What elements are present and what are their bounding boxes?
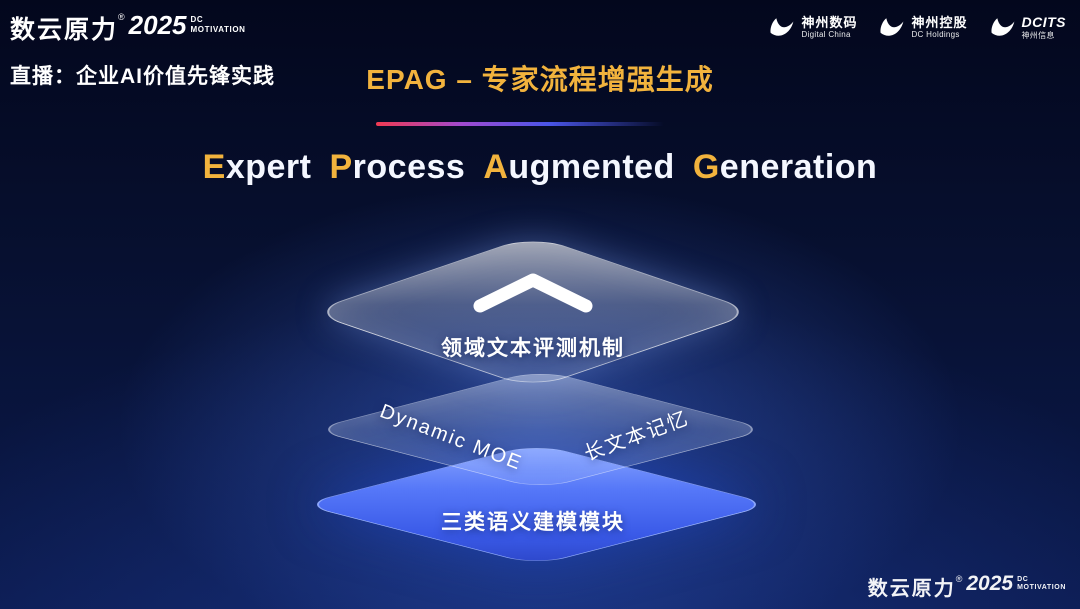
layer-top-label: 领域文本评测机制 (441, 337, 625, 360)
partner-subtitle: Digital China (801, 30, 851, 40)
partner-subtitle: 神州信息 (1021, 30, 1055, 40)
live-stream-label: 直播：企业AI价值先锋实践 (10, 65, 275, 88)
slide-title: EPAG – 专家流程增强生成 (366, 64, 714, 95)
partner-dcits: DCITS 神州信息 (990, 14, 1067, 41)
partner-digital-china: 神州数码 Digital China (769, 15, 857, 41)
main-title: Expert Process Augmented Generation (0, 148, 1080, 187)
brand-logo-top-left: 数云原力 ® 2025 DC MOTIVATION (10, 10, 246, 46)
partner-subtitle: DC Holdings (911, 30, 960, 40)
title-word: xpert (225, 148, 312, 186)
chevron-up-icon (473, 273, 593, 313)
brand-logo-bottom-right: 数云原力 ® 2025 DC MOTIVATION (868, 572, 1066, 601)
layer-middle-face (310, 369, 771, 490)
partner-name: 神州控股 (911, 14, 968, 30)
layer-bottom-label: 三类语义建模模块 (441, 511, 625, 534)
title-word: eneration (719, 148, 878, 186)
partner-dc-holdings: 神州控股 DC Holdings (879, 15, 967, 41)
title-initial: G (692, 148, 720, 186)
title-initial: A (483, 148, 509, 186)
brand-year: 2025 (966, 572, 1014, 595)
gradient-divider (376, 122, 664, 126)
title-word: ugmented (508, 148, 675, 186)
brand-sub-line1: DC (1017, 576, 1029, 583)
dcits-swoosh-icon (990, 15, 1016, 41)
partner-name: DCITS (1021, 14, 1066, 30)
title-word: rocess (352, 148, 466, 186)
partner-name: 神州数码 (801, 14, 858, 30)
partner-logos: 神州数码 Digital China 神州控股 DC Holdings DCIT… (769, 14, 1066, 41)
brand-subtitle: DC MOTIVATION (191, 15, 246, 34)
registered-mark: ® (118, 12, 125, 22)
title-initial: P (329, 148, 353, 186)
brand-sub-line2: MOTIVATION (1017, 584, 1066, 592)
brand-subtitle: DC MOTIVATION (1017, 576, 1066, 593)
digital-china-swoosh-icon (769, 15, 795, 41)
registered-mark: ® (955, 574, 963, 584)
brand-sub-line2: MOTIVATION (190, 24, 246, 34)
brand-name: 数云原力 (867, 578, 956, 600)
brand-year: 2025 (128, 10, 187, 40)
brand-name: 数云原力 (10, 16, 119, 44)
title-initial: E (202, 148, 226, 186)
dc-holdings-swoosh-icon (879, 15, 905, 41)
brand-sub-line1: DC (190, 15, 204, 24)
